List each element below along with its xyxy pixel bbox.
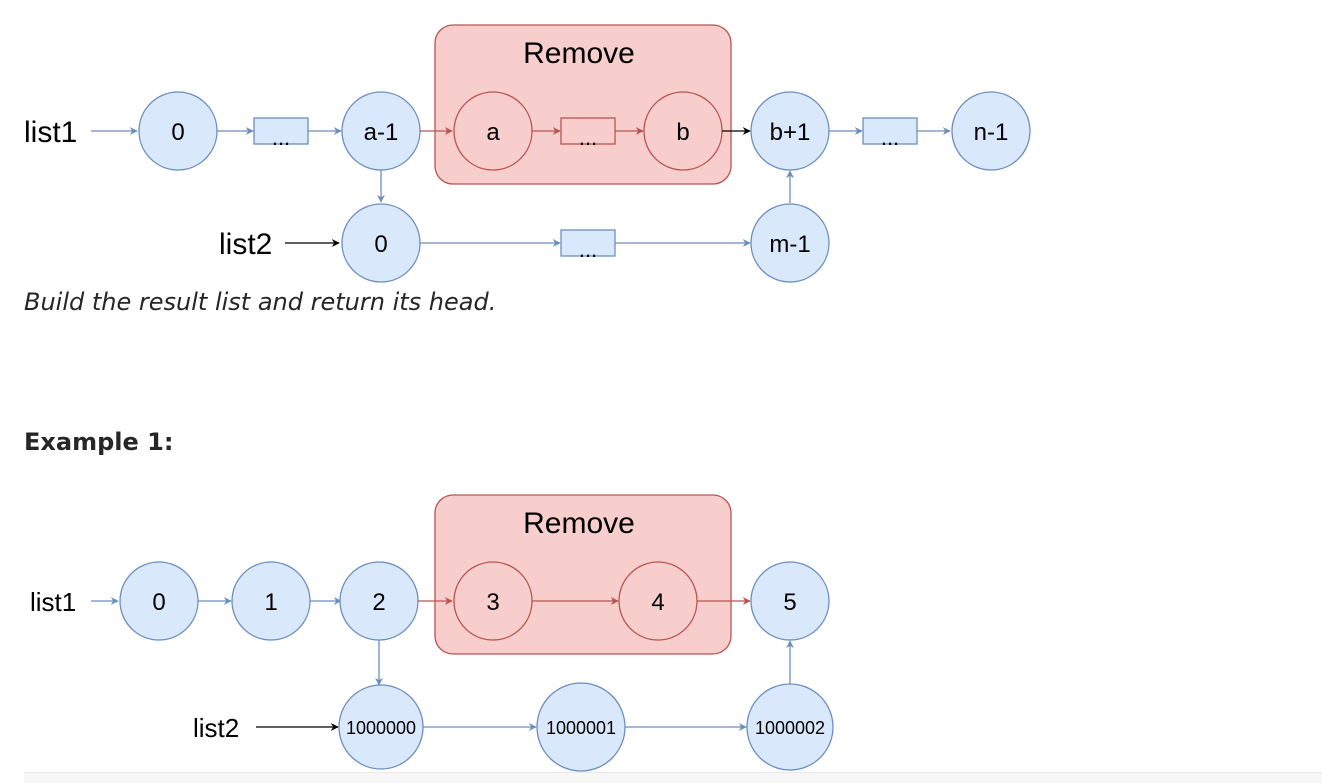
node-label: 1 [264, 589, 277, 616]
list1-node [951, 91, 1031, 171]
problem-caption: Build the result list and return its hea… [24, 288, 497, 316]
ellipsis-box [862, 117, 918, 145]
example-heading: Example 1: [24, 428, 174, 456]
list2-node [750, 203, 830, 283]
list2-label: list2 [193, 713, 239, 743]
node-label: a [486, 119, 500, 146]
ellipsis-label: ... [881, 125, 899, 150]
remove-label: Remove [523, 507, 635, 540]
list2-node [746, 683, 834, 771]
node-label: 1000002 [755, 718, 825, 738]
ellipsis-label: ... [579, 237, 597, 262]
node-label: 2 [372, 589, 385, 616]
node-label: 3 [486, 589, 499, 616]
node-label: m-1 [769, 231, 810, 258]
code-block-edge [24, 772, 1322, 783]
node-label: 5 [783, 589, 796, 616]
node-label: b [676, 119, 689, 146]
ellipsis-box [253, 117, 309, 145]
node-label: 0 [152, 589, 165, 616]
list1-node [750, 561, 830, 641]
ellipsis-label: ... [272, 125, 290, 150]
node-label: 1000000 [346, 718, 416, 738]
ellipsis-label: ... [579, 125, 597, 150]
list1-label: list1 [24, 116, 77, 149]
diagram-general: Remove list1 0 ... a-1 a ... b b+1 ... n… [24, 24, 1031, 283]
node-label: 4 [651, 589, 664, 616]
list1-label: list1 [30, 587, 76, 617]
node-label: 1000001 [546, 718, 616, 738]
node-label: b+1 [770, 119, 811, 146]
node-label: a-1 [364, 119, 399, 146]
node-label: 0 [171, 119, 184, 146]
diagram-example-1: Remove list1 0 1 2 3 4 5 list2 1000000 1… [30, 494, 834, 772]
node-label: 0 [374, 231, 387, 258]
remove-label: Remove [523, 37, 635, 70]
node-label: n-1 [974, 119, 1009, 146]
list2-label: list2 [219, 228, 272, 261]
